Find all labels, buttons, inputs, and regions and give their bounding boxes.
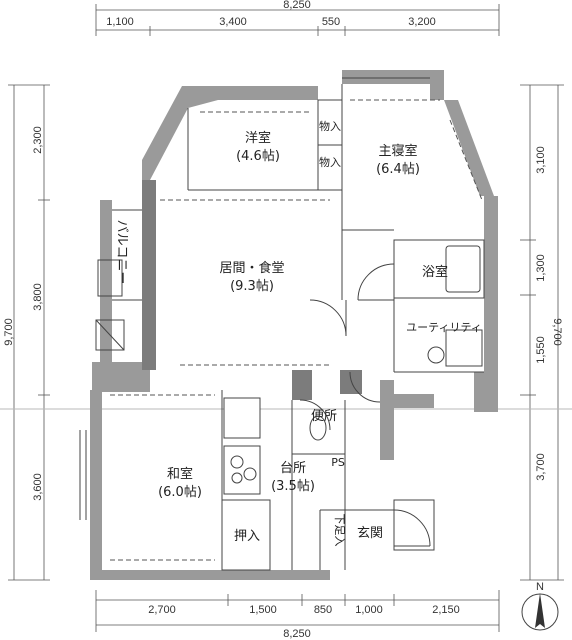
top-dimension-4: 3,200 (408, 16, 436, 28)
top-dimensions: 8,250 1,100 3,400 550 3,200 (95, 0, 500, 36)
room-labels: 洋室 (4.6帖) 主寝室 (6.4帖) 物入 物入 居間・食堂 (9.3帖) … (114, 119, 482, 547)
kitchen-label: 台所 (280, 461, 306, 476)
western-room-label: 洋室 (245, 130, 271, 146)
toilet-label: 便所 (311, 409, 337, 424)
utility-label: ユーティリティ (406, 321, 482, 334)
north-label: N (536, 581, 544, 593)
bottom-dimension-3: 850 (314, 604, 332, 616)
north-arrow-icon (535, 593, 545, 628)
japanese-room-label: 和室 (167, 466, 193, 482)
door-swings (299, 263, 431, 547)
left-total-dimension: 9,700 (3, 318, 15, 346)
right-dimension-2: 1,300 (535, 254, 547, 282)
bottom-dimension-4: 1,000 (355, 604, 383, 616)
balcony-label: バルコニー (114, 220, 129, 285)
top-total-dimension: 8,250 (283, 0, 311, 11)
japanese-room-size: (6.0帖) (158, 485, 202, 500)
bottom-total-dimension: 8,250 (283, 628, 311, 640)
right-total-dimension: 9,700 (551, 318, 563, 346)
left-dimensions: 9,700 2,300 3,800 3,600 (3, 84, 50, 581)
ps-label: PS (331, 456, 345, 469)
kitchen-size: (3.5帖) (271, 479, 315, 494)
right-dimension-1: 3,100 (535, 146, 547, 174)
living-dining-size: (9.3帖) (230, 279, 274, 294)
living-dining-label: 居間・食堂 (219, 260, 284, 276)
left-dimension-2: 3,800 (32, 283, 44, 311)
bottom-dimension-2: 1,500 (249, 604, 277, 616)
bottom-dimension-1: 2,700 (148, 604, 176, 616)
entrance-label: 玄関 (357, 526, 383, 541)
right-dimension-4: 3,700 (535, 453, 547, 481)
left-dimension-1: 2,300 (32, 126, 44, 154)
right-dimension-3: 1,550 (535, 336, 547, 364)
western-room-size: (4.6帖) (236, 149, 280, 164)
top-dimension-3: 550 (322, 16, 340, 28)
left-dimension-3: 3,600 (32, 473, 44, 501)
oshiire-label: 押入 (234, 529, 260, 544)
bottom-dimension-5: 2,150 (432, 604, 460, 616)
shoe-box-label: 下足入 (333, 514, 346, 547)
master-bedroom-label: 主寝室 (378, 143, 417, 159)
top-dimension-1: 1,100 (106, 16, 134, 28)
bathroom-label: 浴室 (422, 264, 448, 280)
closet-2-label: 物入 (319, 155, 341, 169)
closet-1-label: 物入 (319, 119, 341, 133)
interior-lines (79, 77, 485, 571)
right-dimensions: 3,100 1,300 1,550 3,700 9,700 (520, 84, 564, 581)
master-bedroom-size: (6.4帖) (376, 162, 420, 177)
top-dimension-2: 3,400 (219, 16, 247, 28)
bottom-dimensions: 2,700 1,500 850 1,000 2,150 8,250 (95, 590, 500, 640)
compass: N (521, 581, 559, 631)
exterior-walls (90, 70, 498, 580)
